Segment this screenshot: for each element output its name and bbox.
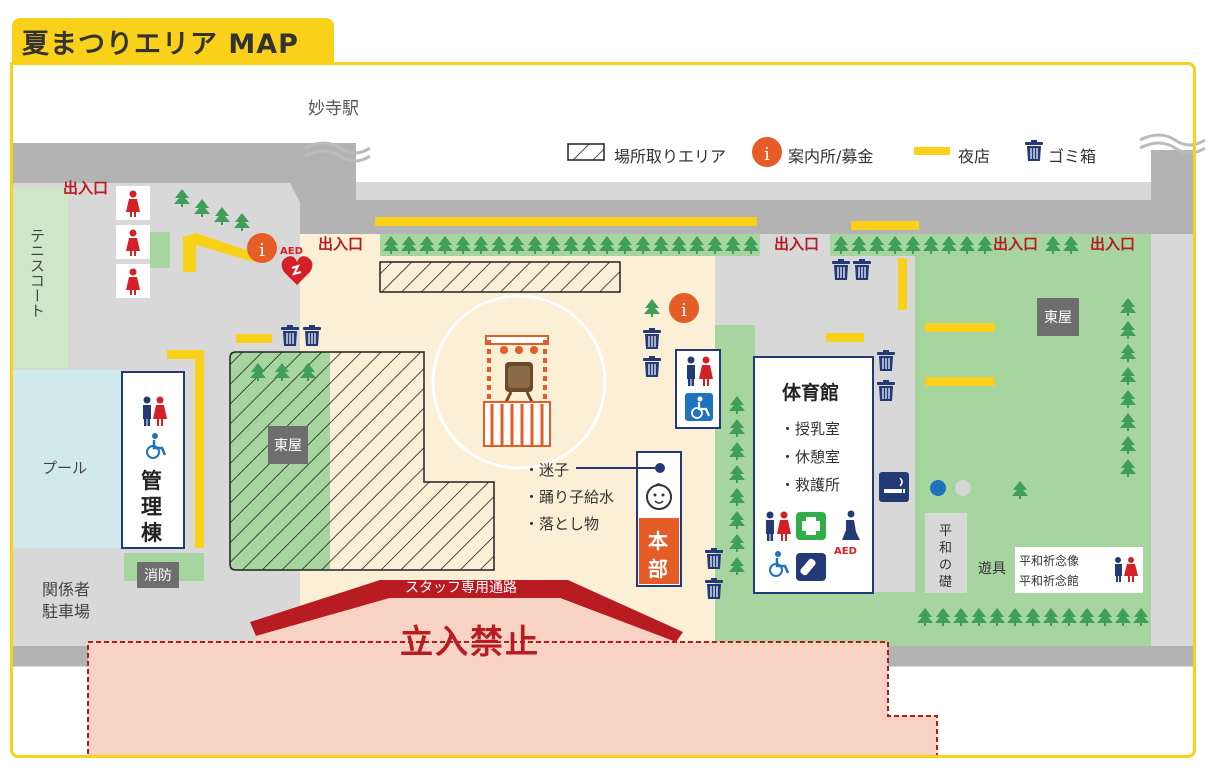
entrance-label: 出入口 xyxy=(318,235,364,253)
hq-service-item: ・踊り子給水 xyxy=(524,488,615,506)
toilet-icon xyxy=(143,396,167,426)
no-entry-label: 立入禁止 xyxy=(400,622,540,661)
first-aid-icon xyxy=(796,512,826,540)
gym-facility-item: ・救護所 xyxy=(780,476,841,494)
hq-label-1: 本 xyxy=(648,529,668,553)
gazebo-label: 東屋 xyxy=(1037,298,1079,336)
admin-building-label-2: 理 xyxy=(141,495,162,519)
pool-label: プール xyxy=(42,459,88,477)
staff-parking-label-1: 関係者 xyxy=(42,580,91,599)
peace-statue-label: 平和祈念像 xyxy=(1019,554,1080,568)
staff-parking-label-2: 駐車場 xyxy=(42,602,91,621)
peace-stone-label-1: 平 xyxy=(939,524,953,539)
entrance-label: 出入口 xyxy=(1090,235,1136,253)
entrance-label: 出入口 xyxy=(774,235,820,253)
legend-trash: ゴミ箱 xyxy=(1048,147,1097,166)
peace-hall-label: 平和祈念館 xyxy=(1019,574,1080,588)
toilet-icon xyxy=(1115,557,1138,582)
wheelchair-icon xyxy=(769,551,790,577)
gym-facility-item: ・授乳室 xyxy=(780,420,841,438)
toilet-icon xyxy=(116,186,150,298)
hq-service-item: ・迷子 xyxy=(524,461,570,479)
legend-stalls: 夜店 xyxy=(958,147,991,166)
admin-building-label-1: 管 xyxy=(141,469,162,493)
legend-stall-swatch xyxy=(914,147,950,155)
hq-label-2: 部 xyxy=(648,557,668,581)
gym-facility-item: ・休憩室 xyxy=(780,448,841,466)
fire-dept-label: 消防 xyxy=(137,562,179,588)
entrance-label: 出入口 xyxy=(993,235,1039,253)
nursing-bottle-icon xyxy=(796,553,826,581)
yagura-tower-icon xyxy=(483,335,551,447)
baby-icon xyxy=(646,483,672,510)
peace-stone-label-3: の xyxy=(939,558,953,573)
svg-text:i: i xyxy=(259,240,265,261)
legend-info-desk: 案内所/募金 xyxy=(788,147,874,166)
aed-label: AED xyxy=(280,246,303,257)
nursing-person-icon xyxy=(842,510,860,540)
admin-building xyxy=(121,371,185,549)
playground-label: 遊具 xyxy=(978,561,1006,577)
map-frame xyxy=(10,62,1196,758)
toilet-icon xyxy=(687,356,713,386)
station-label: 妙寺駅 xyxy=(308,99,359,119)
smoking-icon xyxy=(879,472,909,502)
peace-stone-label-4: 礎 xyxy=(939,575,953,590)
map-title: 夏まつりエリア MAP xyxy=(22,29,299,60)
wheelchair-icon xyxy=(685,393,713,421)
legend-hatch-swatch xyxy=(567,143,605,161)
gym-title: 体育館 xyxy=(782,382,840,404)
tennis-court-label: テニスコート xyxy=(28,228,46,318)
aed-label: AED xyxy=(834,546,857,557)
wheelchair-icon xyxy=(146,433,167,459)
info-icon: i i i xyxy=(247,137,782,323)
legend-reserved-area: 場所取りエリア xyxy=(614,147,727,166)
entrance-label: 出入口 xyxy=(63,179,109,197)
title-tab xyxy=(12,18,334,64)
hq-service-item: ・落とし物 xyxy=(524,515,600,533)
gazebo-label: 東屋 xyxy=(268,426,308,464)
svg-text:i: i xyxy=(681,300,687,321)
svg-text:i: i xyxy=(764,144,770,165)
peace-stone-label-2: 和 xyxy=(939,541,953,556)
admin-building-label-3: 棟 xyxy=(141,521,162,545)
staff-path-label: スタッフ専用通路 xyxy=(405,580,517,596)
toilet-icon xyxy=(766,511,791,541)
